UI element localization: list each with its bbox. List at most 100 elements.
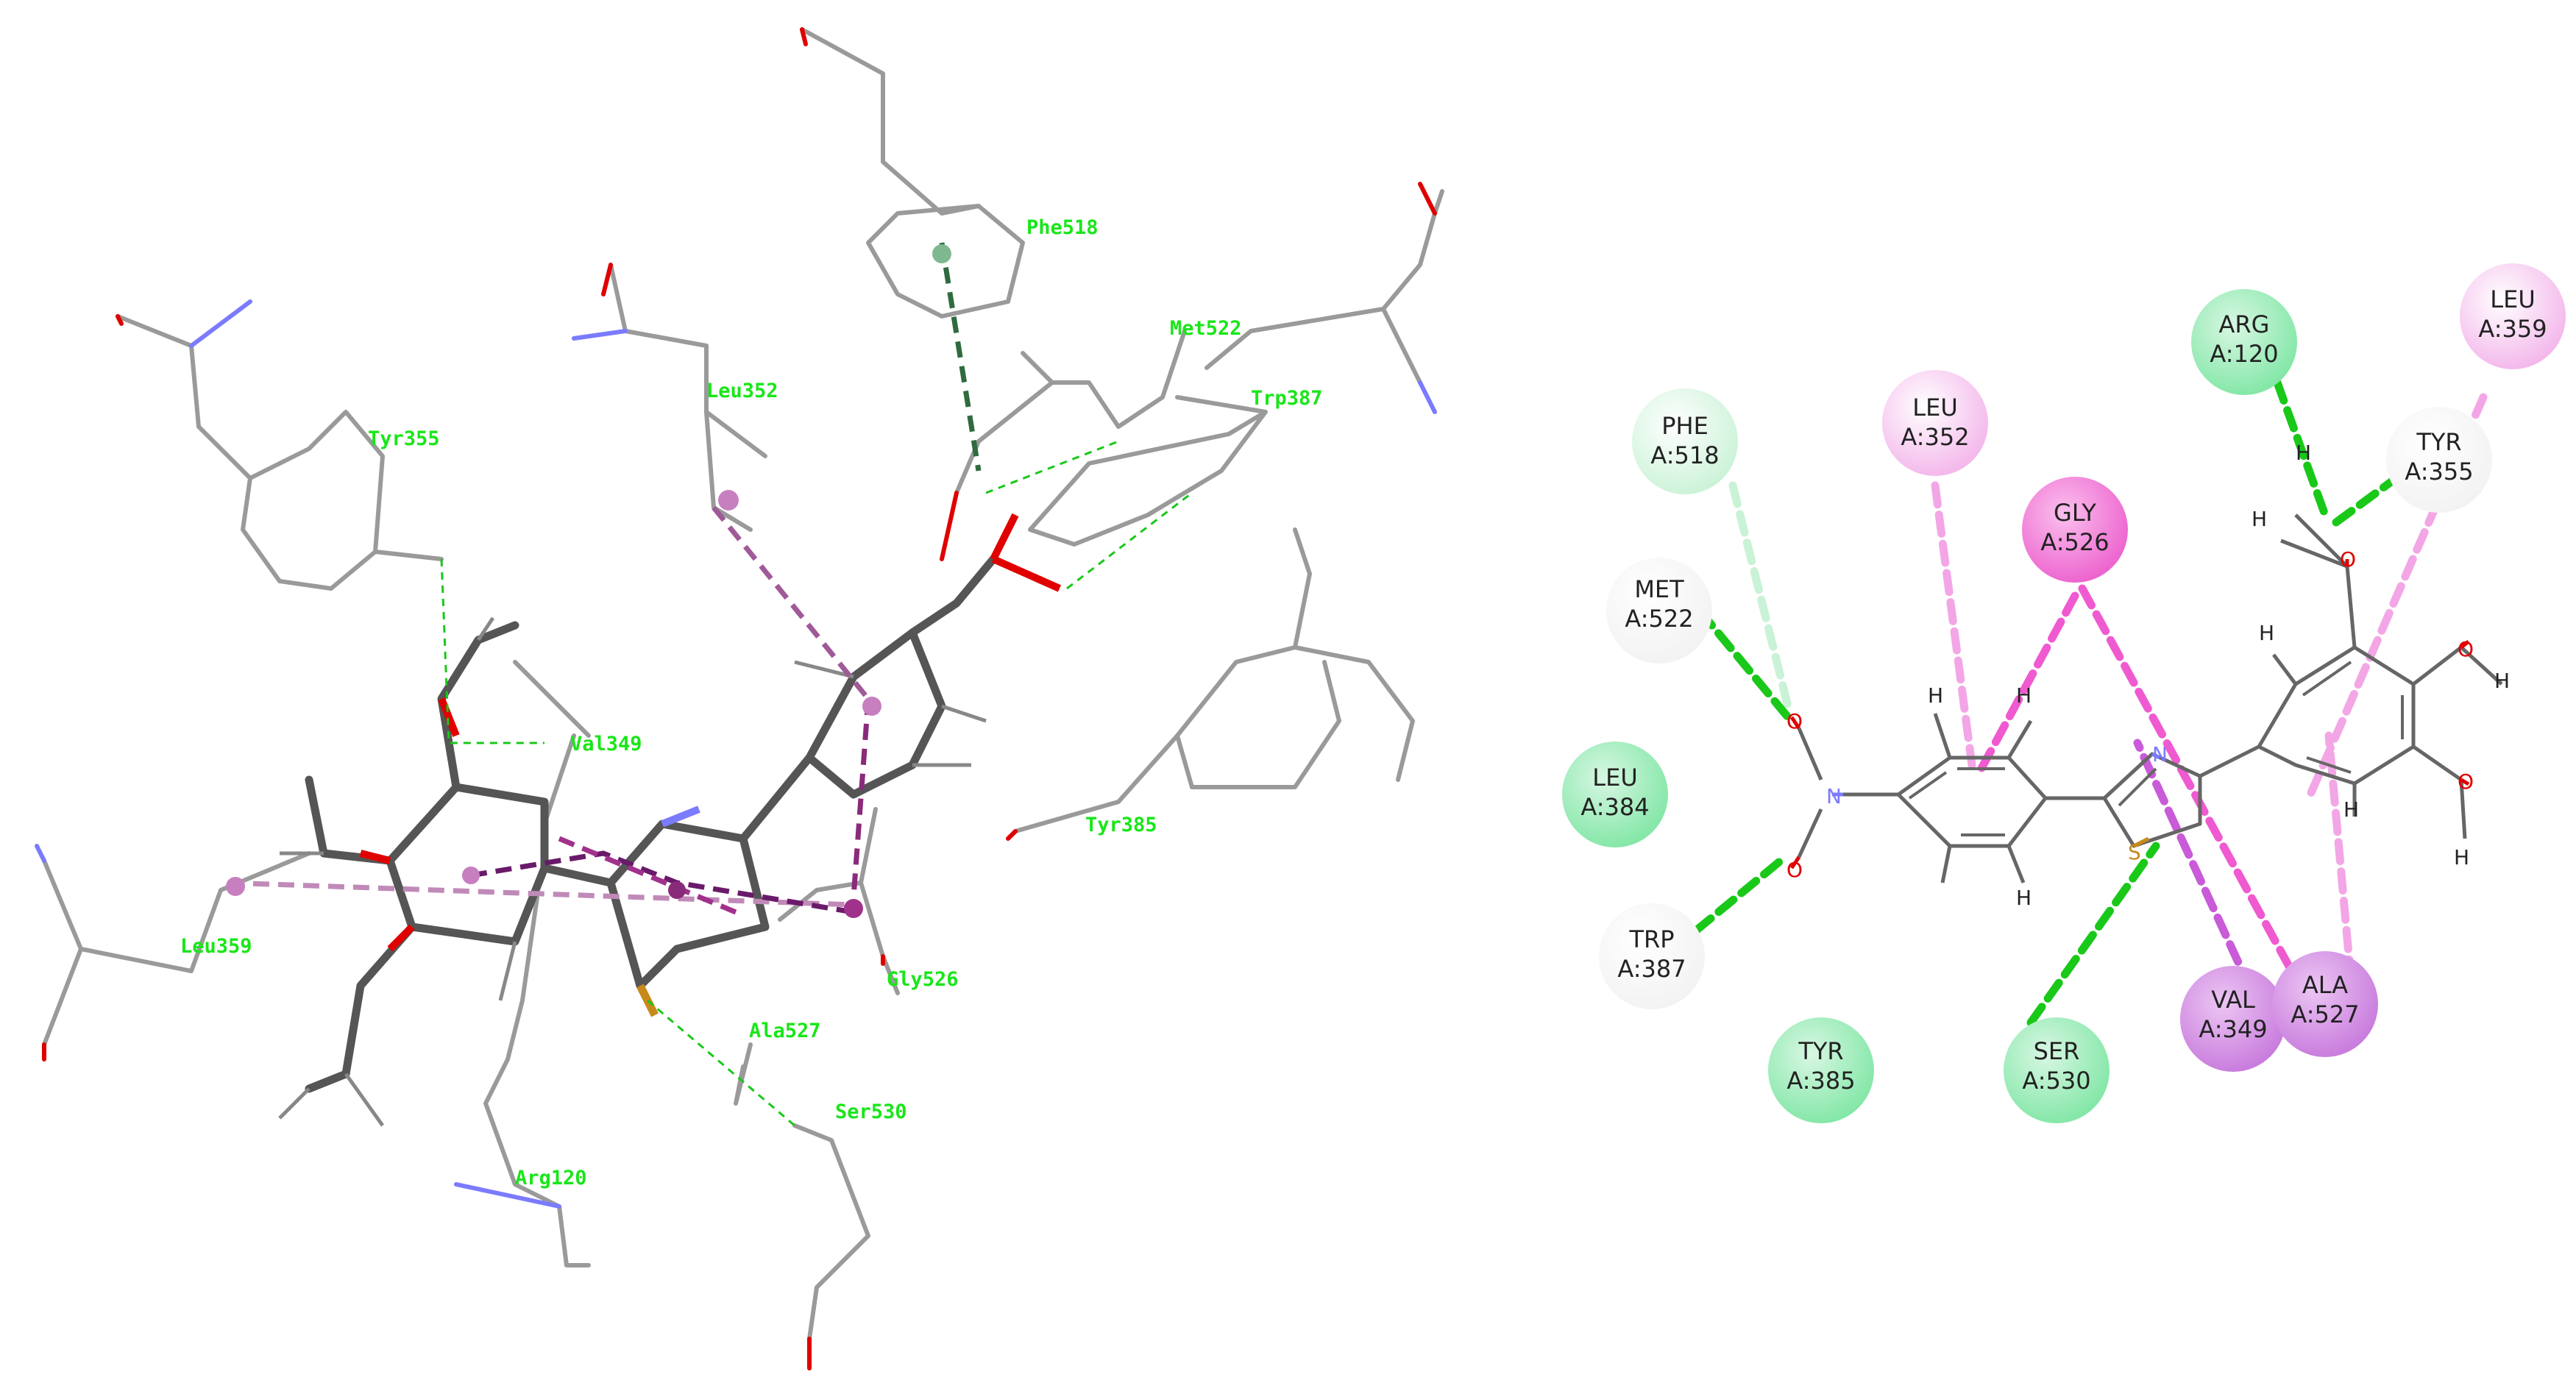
residue-id: A:384: [1580, 793, 1649, 821]
residue-tyr355: TYR A:355: [2386, 407, 2492, 513]
amide-pi-gly526-b: [2078, 584, 2300, 983]
carbon-hbond-phe518: [1728, 481, 1792, 711]
atom-h-2: H: [2016, 683, 2032, 708]
residue-disc: [1768, 1017, 1874, 1123]
residue-ser530: SER A:530: [2004, 1017, 2110, 1123]
residue-id: A:349: [2199, 1015, 2267, 1043]
atom-h-7: H: [2252, 507, 2267, 531]
residue-id: A:526: [2040, 528, 2109, 556]
label-leu359: Leu359: [180, 935, 252, 958]
pi-alkyl-gly526: [851, 698, 871, 898]
residue-name: LEU: [1592, 764, 1637, 792]
ligand-2d-skeleton: [1797, 513, 2503, 883]
atom-h-4: H: [2259, 621, 2274, 645]
label-trp387: Trp387: [1251, 387, 1323, 410]
binding-pose-3d-view: Phe518 Met522 Trp387 Leu352 Tyr355 Val34…: [35, 27, 1444, 1370]
label-met522: Met522: [1170, 317, 1242, 340]
pi-pi-phe518: [939, 242, 982, 472]
atom-h-8: H: [2494, 669, 2510, 693]
atom-h-9: H: [2454, 845, 2469, 870]
label-phe518: Phe518: [1026, 216, 1099, 239]
residue-disc: [2004, 1017, 2110, 1123]
pi-sigma-val349: [470, 850, 854, 915]
residue-name: MET: [1634, 575, 1684, 603]
label-ser530: Ser530: [835, 1100, 907, 1123]
hbond-met522: [1695, 606, 1792, 722]
label-ala527: Ala527: [749, 1020, 821, 1042]
residue-disc: [2386, 407, 2492, 513]
residue-name: GLY: [2054, 499, 2096, 527]
residue-name: ALA: [2302, 971, 2348, 999]
atom-o-hydroxy-bottom: O: [2458, 769, 2474, 794]
residue-name: PHE: [1661, 412, 1709, 440]
hbond-ser530: [2026, 842, 2160, 1027]
atom-n-thiazole: N: [2152, 742, 2168, 767]
residue-id: A:530: [2022, 1067, 2090, 1095]
residue-tyr385: TYR A:385: [1768, 1017, 1874, 1123]
ligand-nitrogen: [661, 806, 700, 828]
residue-arg120: ARG A:120: [2191, 289, 2297, 395]
residue-id: A:387: [1617, 955, 1686, 983]
residue-id: A:518: [1650, 441, 1719, 469]
residue-disc: [1599, 903, 1705, 1009]
residue-id: A:352: [1901, 423, 1969, 451]
residue-name: SER: [2034, 1037, 2080, 1065]
residue-name: TYR: [1798, 1037, 1843, 1065]
residue-labels-3d: Phe518 Met522 Trp387 Leu352 Tyr355 Val34…: [180, 216, 1323, 1189]
residue-disc: [2191, 289, 2297, 395]
residue-met522: MET A:522: [1606, 558, 1712, 664]
residue-id: A:385: [1786, 1067, 1855, 1095]
residue-disc: [1606, 558, 1712, 664]
residue-id: A:359: [2478, 315, 2547, 343]
pi-alkyl-leu352: [712, 505, 870, 701]
residue-disc: [2180, 966, 2286, 1072]
interaction-lines-2d: [1692, 378, 2488, 1027]
hbond-trp387: [1692, 856, 1785, 935]
atom-h-3: H: [2016, 886, 2032, 910]
ligand-hydrogens: [278, 616, 987, 1127]
atom-o-hydroxy-top: O: [2340, 547, 2356, 572]
label-tyr355: Tyr355: [368, 427, 440, 450]
atom-s-thiazole: S: [2128, 840, 2141, 864]
residue-id: A:522: [1625, 605, 1693, 633]
residue-trp387: TRP A:387: [1599, 903, 1705, 1009]
residue-name: TYR: [2416, 428, 2461, 456]
label-arg120: Arg120: [515, 1167, 587, 1189]
pi-sigma-ala527: [558, 836, 737, 915]
label-tyr385: Tyr385: [1085, 814, 1157, 836]
atom-h-5: H: [2343, 797, 2359, 822]
residue-leu384: LEU A:384: [1562, 742, 1668, 847]
residue-name: ARG: [2219, 310, 2270, 338]
atom-o-hydroxy-mid: O: [2458, 637, 2474, 661]
residue-disc: [2022, 477, 2128, 583]
hbond-arg120: [2273, 378, 2330, 519]
label-gly526: Gly526: [887, 968, 959, 991]
ligand-2d-heteroatom-bonds: [1789, 559, 2470, 870]
residue-leu352: LEU A:352: [1882, 370, 1988, 476]
residue-disc: [2272, 951, 2378, 1057]
residue-disc: [2460, 263, 2566, 369]
label-val349: Val349: [570, 733, 642, 755]
atom-o-nitro-bottom: O: [1786, 858, 1803, 882]
residue-id: A:120: [2210, 340, 2278, 368]
atom-n-nitro: N: [1826, 784, 1842, 808]
residue-discs-2d: PHE A:518 MET A:522 LEU A:384 TRP A:387: [1562, 263, 2566, 1123]
interaction-diagram-2d: O N O N S O O O H H H H H H H H H: [1562, 263, 2566, 1123]
pi-alkyl-leu359: [227, 880, 854, 908]
residue-id: A:355: [2405, 458, 2473, 486]
amide-pi-gly526-a: [1975, 591, 2079, 777]
interaction-centroids: [226, 244, 951, 918]
atom-o-nitro-top: O: [1786, 709, 1803, 733]
residue-disc: [1632, 388, 1738, 494]
residue-leu359: LEU A:359: [2460, 263, 2566, 369]
residue-gly526: GLY A:526: [2022, 477, 2128, 583]
residue-name: LEU: [1912, 394, 1957, 422]
residue-ala527: ALA A:527: [2272, 951, 2378, 1057]
hbond-lines-3d: [440, 440, 1193, 1127]
atom-h-6: H: [2296, 441, 2311, 465]
label-leu352: Leu352: [706, 380, 778, 402]
residue-sticks: [35, 27, 1444, 1370]
residue-name: LEU: [2490, 285, 2535, 313]
